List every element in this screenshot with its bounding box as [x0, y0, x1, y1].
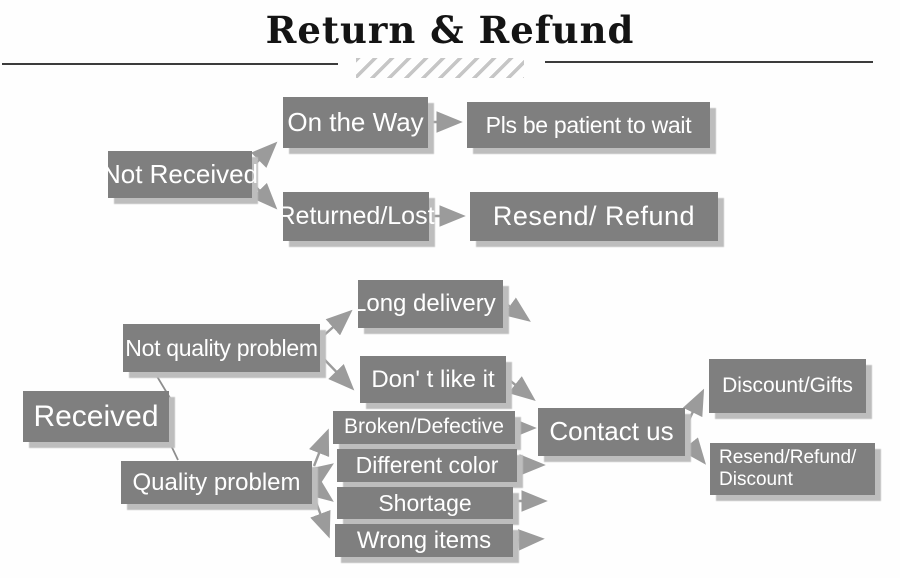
node-long-delivery: Long delivery — [358, 280, 503, 328]
node-label: Broken/Defective — [344, 415, 504, 439]
node-label: Resend/Refund/ Discount — [719, 447, 857, 490]
node-broken-defective: Broken/Defective — [333, 411, 515, 444]
node-label: Received — [33, 399, 159, 433]
hatch-decoration — [356, 58, 524, 78]
node-label: Contact us — [549, 416, 674, 447]
node-contact-us: Contact us — [538, 408, 685, 456]
node-resend-refund-discount: Resend/Refund/ Discount — [710, 443, 875, 495]
node-label: Long delivery — [358, 290, 496, 318]
node-resend-refund: Resend/ Refund — [470, 192, 718, 241]
node-wrong-items: Wrong items — [335, 524, 513, 557]
node-label: Resend/ Refund — [492, 201, 696, 232]
page-title: Return & Refund — [265, 8, 635, 52]
node-label: Wrong items — [356, 526, 492, 554]
node-discount-gifts: Discount/Gifts — [709, 359, 866, 413]
node-different-color: Different color — [337, 449, 517, 482]
node-quality-problem: Quality problem — [121, 461, 312, 504]
node-label: Not Received — [101, 158, 259, 189]
node-on-the-way: On the Way — [283, 97, 428, 148]
header-divider-right — [545, 61, 873, 63]
header-divider-left — [2, 63, 338, 65]
node-returned-lost: Returned/Lost — [277, 192, 435, 241]
node-label: Don' t like it — [371, 365, 495, 393]
node-label: Not quality problem — [125, 334, 318, 361]
node-label: Pls be patient to wait — [485, 111, 692, 138]
node-label: Discount/Gifts — [722, 373, 853, 397]
node-label: Quality problem — [132, 468, 301, 496]
node-received: Received — [23, 391, 169, 442]
node-shortage: Shortage — [337, 487, 513, 519]
node-label: Shortage — [378, 489, 472, 516]
node-pls-be-patient: Pls be patient to wait — [467, 102, 710, 148]
node-not-received: Not Received — [102, 151, 258, 198]
node-not-quality-problem: Not quality problem — [123, 324, 320, 372]
node-label: Returned/Lost — [277, 202, 435, 231]
node-dont-like-it: Don' t like it — [360, 356, 506, 403]
node-label: Different color — [355, 452, 499, 479]
node-label: On the Way — [287, 106, 424, 137]
